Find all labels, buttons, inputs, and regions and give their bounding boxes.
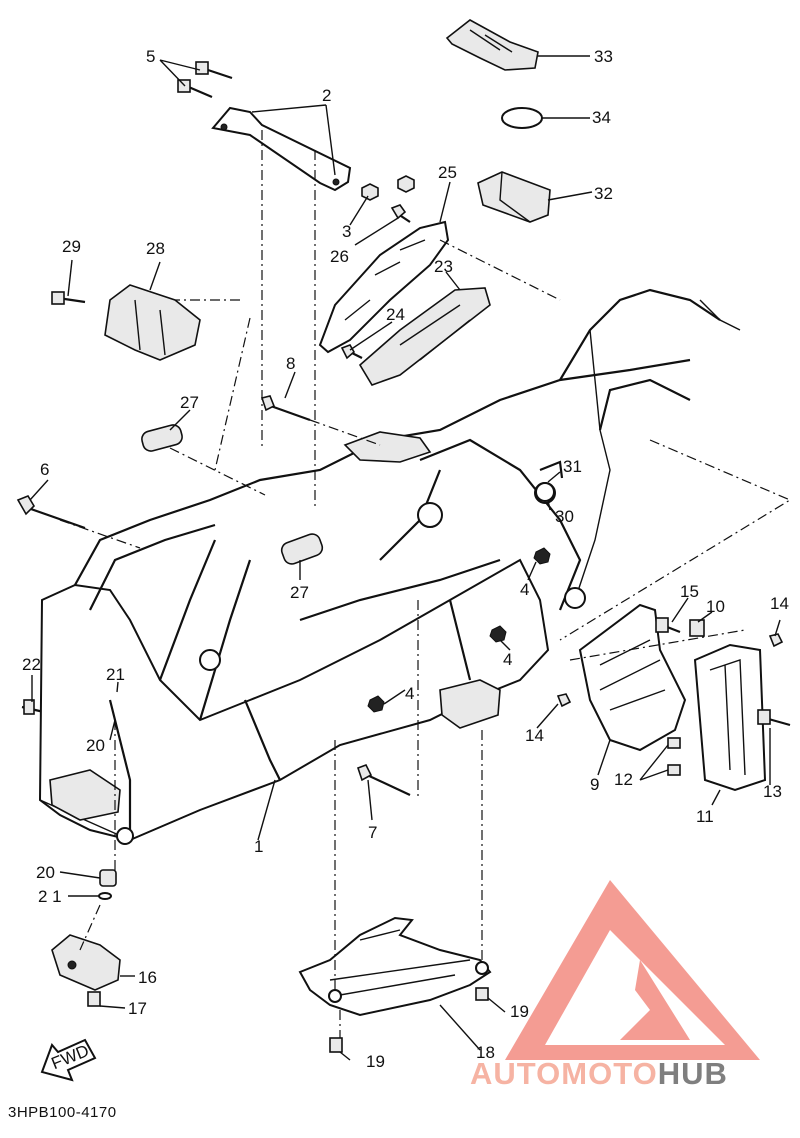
part-1-frame — [38, 288, 741, 845]
part-2-bracket — [211, 106, 352, 192]
callout-3: 3 — [342, 222, 351, 241]
part-11-battery-box — [693, 643, 767, 792]
callout-24: 24 — [386, 305, 405, 324]
callout-25: 25 — [438, 163, 457, 182]
part-4-nuts — [367, 547, 551, 713]
callout-10: 10 — [706, 597, 725, 616]
part-28-bracket — [104, 284, 201, 361]
callout-22: 22 — [22, 655, 41, 674]
part-9-bracket — [578, 603, 687, 752]
callout-18: 18 — [476, 1043, 495, 1062]
callout-31: 31 — [563, 457, 582, 476]
callouts: 33 34 32 5 2 25 3 26 23 24 29 28 8 27 6 … — [22, 47, 789, 1073]
part-24-bolt — [340, 344, 363, 360]
watermark-brand-part1: AUTOMOTO — [470, 1056, 658, 1091]
callout-26: 26 — [330, 247, 349, 266]
callout-23: 23 — [434, 257, 453, 276]
watermark-logo — [505, 880, 760, 1060]
part-34-washer — [501, 107, 543, 129]
part-17-bolt — [87, 991, 101, 1007]
callout-19-right: 19 — [510, 1002, 529, 1021]
callout-2: 2 — [322, 86, 331, 105]
callout-20-a: 20 — [86, 736, 105, 755]
callout-33: 33 — [594, 47, 613, 66]
part-16-bracket — [51, 934, 121, 991]
callout-5: 5 — [146, 47, 155, 66]
watermark-brand-part2: HUB — [657, 1056, 728, 1091]
part-23-guard — [358, 287, 491, 386]
part-30-31-clips — [535, 460, 564, 502]
callout-21-b: 2 1 — [38, 887, 62, 906]
callout-14-left: 14 — [525, 726, 544, 745]
part-27-grommet-mid — [280, 533, 324, 565]
alignment-dashes — [59, 130, 792, 1038]
callout-4-b: 4 — [503, 650, 512, 669]
callout-34: 34 — [592, 108, 611, 127]
part-26-bolt — [390, 204, 411, 223]
callout-16: 16 — [138, 968, 157, 987]
part-13-14-15-bolts — [556, 617, 791, 727]
part-6-bolt — [16, 495, 86, 530]
part-5-bolts — [177, 61, 233, 99]
part-27-grommet-top — [141, 424, 183, 452]
callout-6: 6 — [40, 460, 49, 479]
part-19-bolts — [329, 987, 489, 1053]
part-8-bolt — [260, 395, 311, 422]
part-33-cover — [445, 19, 539, 71]
part-3-nuts — [361, 175, 415, 201]
callout-19-bottom: 19 — [366, 1052, 385, 1071]
callout-4-a: 4 — [520, 580, 529, 599]
part-10-12-clips — [667, 619, 705, 776]
callout-9: 9 — [590, 775, 599, 794]
callout-29: 29 — [62, 237, 81, 256]
callout-15: 15 — [680, 582, 699, 601]
part-7-bolt — [356, 763, 411, 796]
callout-30: 30 — [555, 507, 574, 526]
callout-14-right: 14 — [770, 594, 789, 613]
callout-27-mid: 27 — [290, 583, 309, 602]
callout-32: 32 — [594, 184, 613, 203]
callout-20-b: 20 — [36, 863, 55, 882]
callout-13: 13 — [763, 782, 782, 801]
part-18-skidplate — [298, 916, 492, 1017]
callout-1: 1 — [254, 837, 263, 856]
watermark-text: AUTOMOTOHUB — [470, 1056, 728, 1092]
callout-12: 12 — [614, 770, 633, 789]
fwd-arrow — [40, 1038, 97, 1082]
part-25-plate — [318, 220, 450, 354]
callout-11: 11 — [696, 807, 714, 826]
part-32-pad — [477, 171, 551, 223]
callout-4-c: 4 — [405, 684, 414, 703]
part-29-bolt — [51, 291, 86, 305]
document-code: 3HPB100-4170 — [8, 1104, 117, 1121]
leader-lines — [29, 55, 781, 1061]
callout-17: 17 — [128, 999, 147, 1018]
callout-27-top: 27 — [180, 393, 199, 412]
callout-7: 7 — [368, 823, 377, 842]
callout-21-a: 21 — [106, 665, 125, 684]
callout-28: 28 — [146, 239, 165, 258]
callout-8: 8 — [286, 354, 295, 373]
